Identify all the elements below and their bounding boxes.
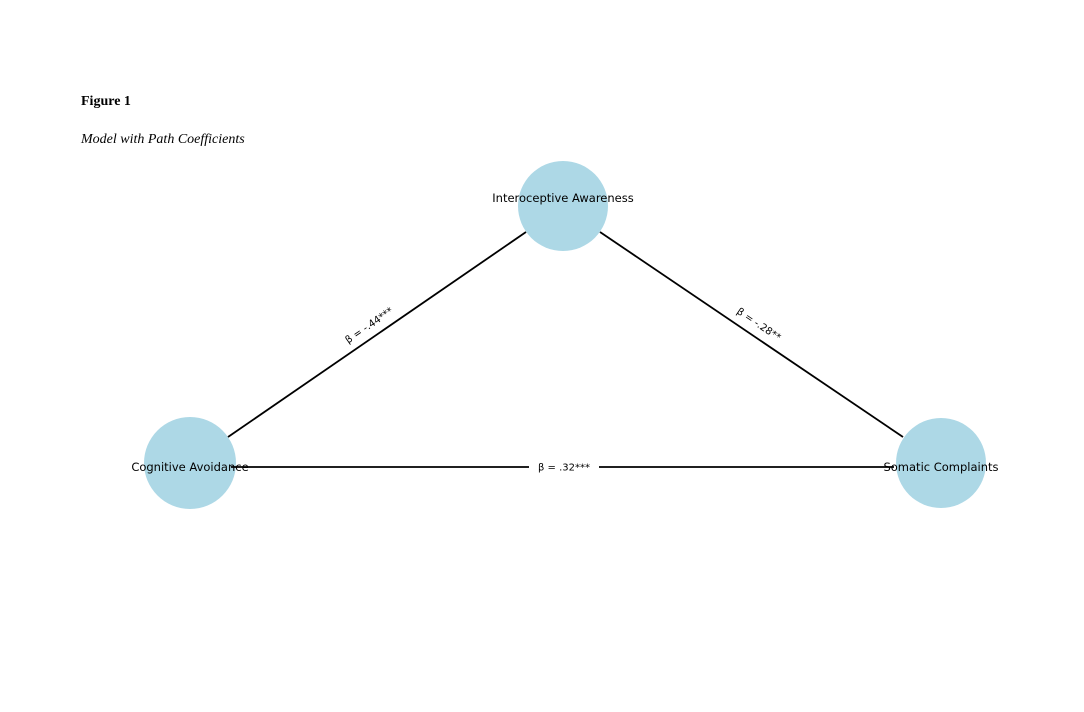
node-circle-interoceptive-awareness	[518, 161, 608, 251]
edge-label-beta-bottom: β = .32***	[538, 463, 590, 474]
node-circle-cognitive-avoidance	[144, 417, 236, 509]
node-label-somatic-complaints: Somatic Complaints	[883, 460, 998, 474]
node-label-cognitive-avoidance: Cognitive Avoidance	[131, 460, 248, 474]
node-label-interoceptive-awareness: Interoceptive Awareness	[492, 191, 633, 205]
edge-interoceptive-awareness-to-somatic-complaints	[599, 231, 904, 438]
edge-cognitive-avoidance-to-interoceptive-awareness	[227, 231, 527, 438]
node-circle-somatic-complaints	[896, 418, 986, 508]
edge-label-beta-right: β = -.28**	[734, 306, 782, 343]
figure-caption: Model with Path Coefficients	[81, 132, 245, 147]
figure-label: Figure 1	[81, 94, 131, 109]
